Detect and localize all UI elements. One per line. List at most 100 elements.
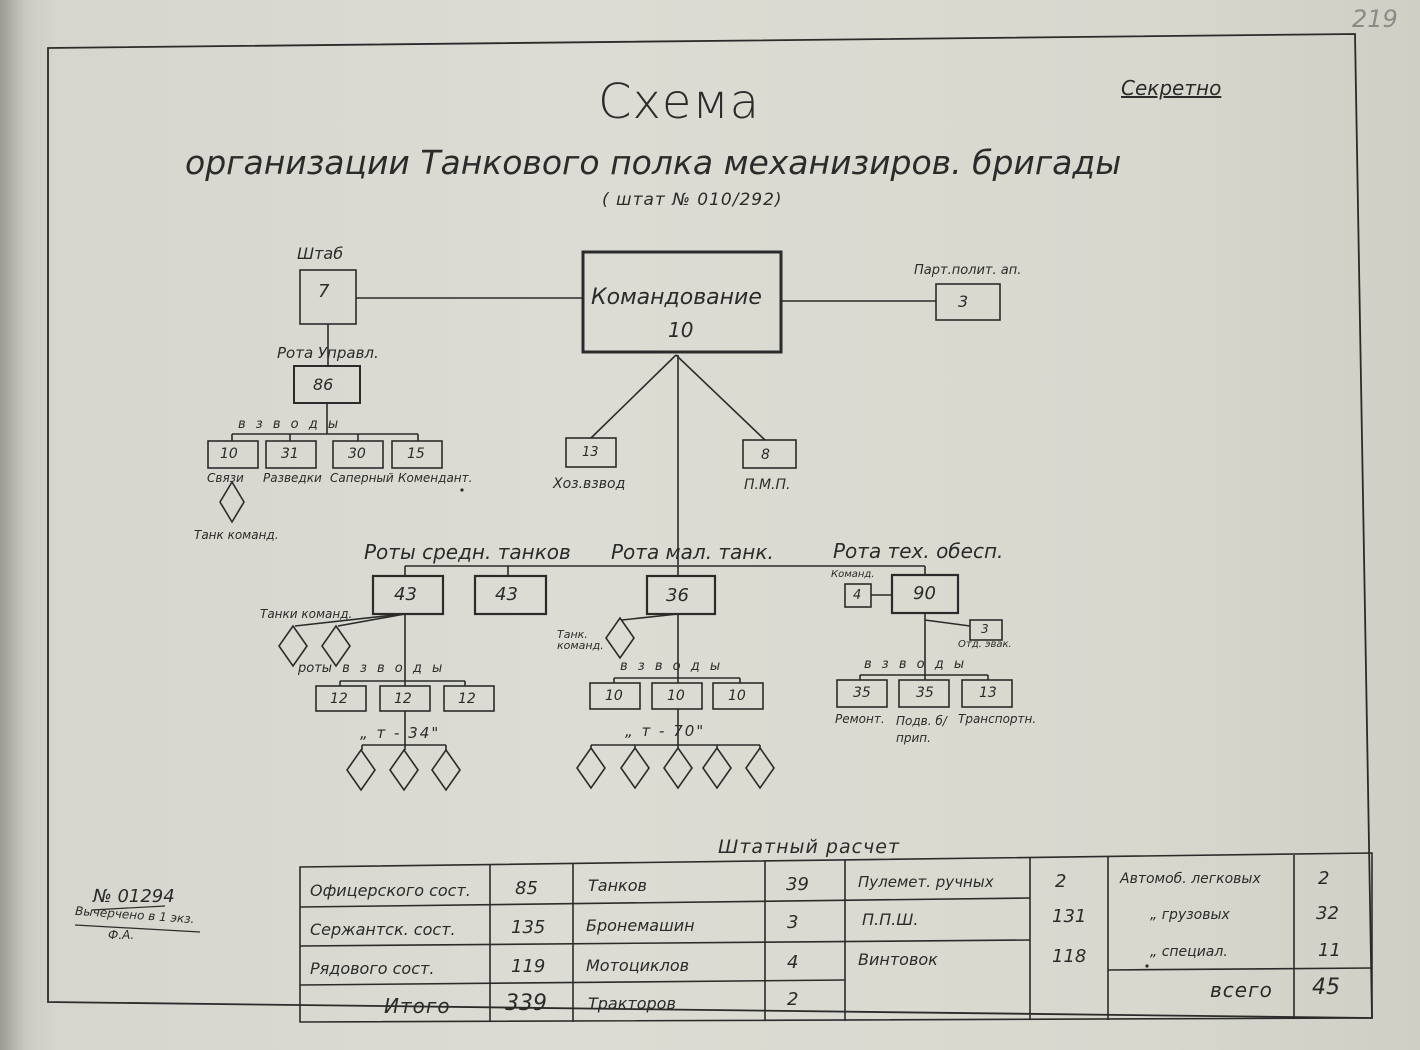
tech-company-label: Рота тех. обесп. [833, 539, 1004, 563]
medium-platoon-value-2: 12 [394, 691, 412, 707]
party-label: Парт.полит. ап. [914, 263, 1022, 278]
ppsh-value: 131 [1052, 906, 1087, 927]
special-label: „ специал. [1150, 944, 1228, 960]
medium-company-box-2 [473, 574, 548, 616]
supply-platoon-value: 13 [582, 445, 599, 460]
command-label: Командование [591, 285, 762, 310]
page-title: Схема [598, 74, 761, 130]
mg-value: 2 [1055, 871, 1067, 892]
staff-total-label: Итого [384, 994, 451, 1018]
cars-label: Автомоб. легковых [1120, 871, 1261, 887]
light-tank-type: „ т - 70" [625, 722, 706, 740]
platoon-sapper-box [332, 440, 384, 469]
light-command-tank-label: Танк. команд. [557, 628, 604, 652]
cars-value: 2 [1318, 868, 1330, 889]
total-vehicles-label: всего [1210, 978, 1273, 1002]
mg-label: Пулемет. ручных [858, 873, 994, 891]
tractors-value: 2 [787, 989, 799, 1010]
staff-privates-value: 119 [511, 956, 546, 977]
light-company-label: Рота мал. танк. [611, 540, 774, 564]
light-company-value: 36 [666, 585, 689, 606]
staffing-title: Штатный расчет [718, 836, 901, 858]
medium-company-value-1: 43 [394, 584, 417, 605]
command-value: 10 [668, 318, 694, 342]
platoon-signal-label: Связи [207, 471, 244, 485]
trucks-value: 32 [1316, 903, 1339, 924]
supply-platoon-label: Хоз.взвод [553, 476, 626, 492]
staff-officers-value: 85 [515, 878, 538, 899]
supply-platoon-box [565, 437, 617, 468]
light-company-box [645, 574, 717, 616]
medium-platoon-box-3 [443, 685, 495, 712]
platoon-sapper-value: 30 [348, 446, 366, 462]
platoon-recon-value: 31 [281, 446, 299, 462]
tech-platoon-label-3: Транспортн. [958, 712, 1037, 726]
platoon-recon-box [265, 440, 317, 469]
platoon-commandant-value: 15 [407, 446, 425, 462]
light-platoons-heading: в з в о д ы [620, 659, 721, 674]
rifles-label: Винтовок [858, 950, 938, 969]
control-company-label: Рота Управл. [277, 344, 379, 362]
light-platoon-value-2: 10 [667, 688, 685, 704]
tractors-label: Тракторов [588, 994, 676, 1013]
light-platoon-box-1 [589, 682, 641, 710]
motorcycles-label: Мотоциклов [586, 956, 690, 975]
tech-platoon-box-1 [836, 679, 888, 708]
light-platoon-box-2 [651, 682, 703, 710]
staff-sergeants-value: 135 [511, 917, 546, 938]
staff-note: ( штат № 010/292) [602, 190, 783, 210]
light-platoon-box-3 [712, 682, 764, 710]
control-company-value: 86 [313, 375, 334, 394]
trucks-label: „ грузовых [1150, 907, 1230, 923]
tech-command-label: Команд. [831, 569, 875, 580]
motorcycles-value: 4 [787, 952, 799, 973]
evac-box [969, 619, 1003, 641]
evac-value: 3 [981, 622, 989, 636]
staff-privates-label: Рядового сост. [310, 959, 435, 978]
staff-sergeants-label: Сержантск. сост. [310, 920, 456, 939]
medium-platoon-box-1 [315, 685, 367, 712]
platoon-sapper-label: Саперный [330, 471, 394, 485]
tech-platoon-box-2 [898, 679, 950, 708]
medium-platoons-heading: роты в з в о д ы [298, 661, 443, 676]
classification-label: Секретно [1121, 76, 1222, 100]
total-vehicles-value: 45 [1312, 975, 1340, 1000]
tech-platoon-box-3 [961, 679, 1013, 708]
tech-platoon-value-3: 13 [979, 685, 997, 701]
page-subtitle: организации Танкового полка механизиров.… [185, 143, 1122, 182]
special-value: 11 [1318, 940, 1341, 961]
hq-label: Штаб [297, 244, 344, 263]
party-box [935, 283, 1001, 321]
medium-tank-type: „ т - 34" [360, 724, 441, 742]
tanks-label: Танков [588, 876, 647, 895]
stamp-initials: Ф.А. [108, 928, 135, 942]
hq-value: 7 [318, 281, 330, 302]
tech-platoons-heading: в з в о д ы [864, 657, 965, 672]
staff-total-value: 339 [505, 991, 547, 1016]
pmp-label: П.М.П. [744, 477, 791, 493]
rifles-value: 118 [1052, 946, 1087, 967]
platoon-signal-value: 10 [220, 446, 238, 462]
tech-platoon-value-1: 35 [853, 685, 871, 701]
armored-cars-label: Бронемашин [586, 916, 695, 935]
tech-command-value: 4 [853, 588, 862, 603]
medium-command-tanks-label: Танки команд. [260, 607, 353, 621]
command-tank-diamond [219, 480, 245, 524]
light-platoon-value-1: 10 [605, 688, 623, 704]
control-platoons-heading: в з в о д ы [238, 417, 339, 432]
medium-platoon-value-1: 12 [330, 691, 348, 707]
command-box [581, 250, 783, 354]
platoon-commandant-box [391, 440, 443, 469]
platoon-signal-box [207, 440, 259, 469]
pmp-value: 8 [761, 447, 770, 463]
tech-platoon-label-2: Подв. б/прип. [896, 714, 947, 745]
armored-cars-value: 3 [787, 912, 799, 933]
medium-companies-label: Роты средн. танков [364, 540, 571, 564]
party-value: 3 [958, 292, 969, 311]
platoon-commandant-label: Комендант. [398, 471, 473, 485]
book-binding [0, 0, 40, 1050]
tech-platoon-value-2: 35 [916, 685, 934, 701]
page-number: 219 [1352, 5, 1398, 33]
